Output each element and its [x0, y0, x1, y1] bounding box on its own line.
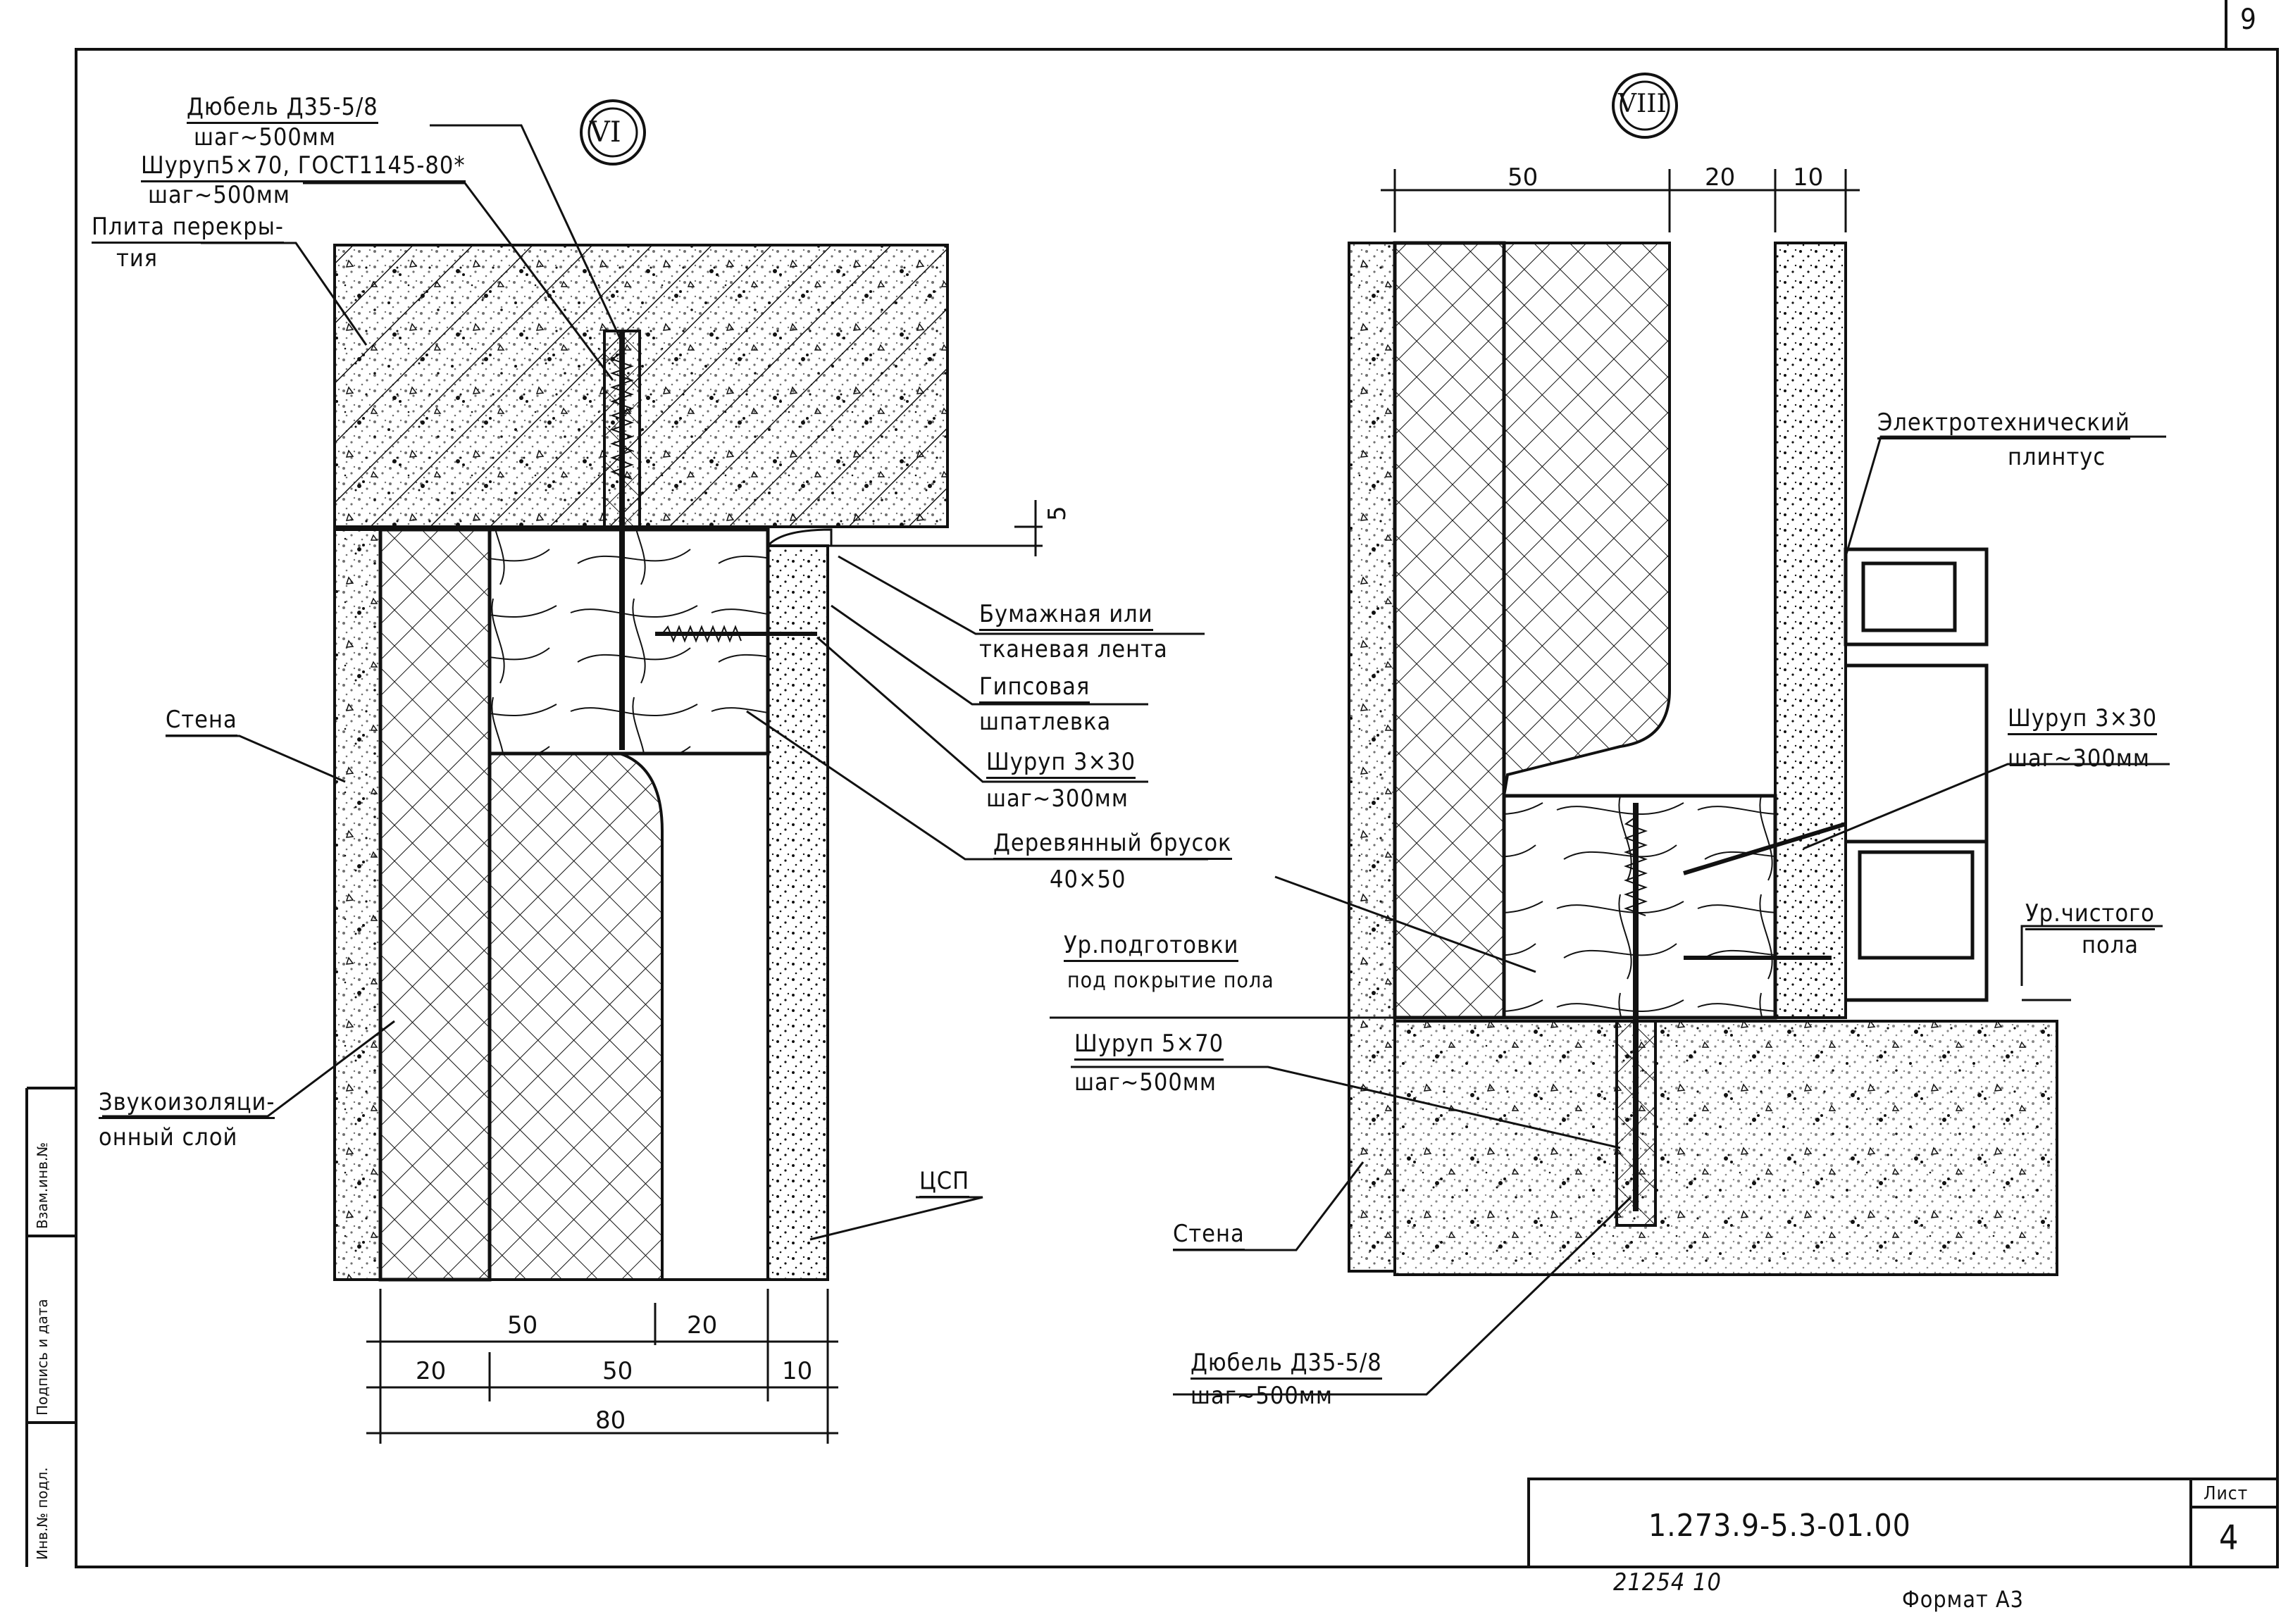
dim-10: 10: [1793, 163, 1824, 192]
screw-step: шаг~500мм: [148, 181, 290, 209]
detail-vi: [102, 99, 1208, 1444]
sheet-number: 4: [2219, 1518, 2239, 1558]
wooden-bar: [487, 527, 770, 756]
floor-level-label-2: пола: [2082, 931, 2139, 959]
dim-total: 80: [595, 1406, 626, 1435]
bar-size: 40×50: [1050, 866, 1126, 894]
electrical-plinth: [1844, 547, 1989, 1002]
dowel-label: Дюбель Д35-5/8: [187, 95, 378, 124]
insulation-layer: [378, 527, 492, 1282]
dim-gap: 5: [1043, 506, 1071, 521]
document-code: 1.273.9-5.3-01.00: [1648, 1508, 1911, 1544]
dim-50: 50: [1508, 163, 1539, 192]
dowel-step: шаг~500мм: [194, 123, 336, 151]
slab-label-2: тия: [116, 244, 159, 273]
dowel-step: шаг~500мм: [1191, 1382, 1333, 1410]
insulation-label-2: онный слой: [99, 1123, 238, 1151]
screw2-label: Шуруп 3×30: [986, 750, 1136, 779]
putty-label-2: шпатлевка: [979, 708, 1112, 736]
dowel-label: Дюбель Д35-5/8: [1191, 1351, 1382, 1380]
insulation-label: Звукоизоляци-: [99, 1090, 275, 1119]
dim-50-bottom: 50: [602, 1357, 633, 1385]
dim-10: 10: [782, 1357, 813, 1385]
tsp-board: [1774, 242, 1847, 1019]
dim-50-top: 50: [507, 1311, 538, 1339]
putty-label: Гипсовая: [979, 675, 1090, 704]
stamp-signature: Подпись и дата: [34, 1299, 51, 1416]
screw2-step: шаг~300мм: [986, 785, 1129, 813]
detail-mark-vi: VI: [590, 116, 621, 149]
wall-label: Стена: [1173, 1222, 1245, 1251]
sheet-frame: [25, 0, 2279, 1568]
tape-label: Бумажная или: [979, 602, 1153, 631]
floor-level-label: Ур.чистого: [2025, 901, 2155, 930]
dim-20-top: 20: [687, 1311, 718, 1339]
bar-label: Деревянный брусок: [993, 831, 1232, 860]
stamp-inv-no: Инв.№ подл.: [34, 1467, 51, 1560]
screw2-step: шаг~500мм: [1074, 1068, 1217, 1097]
corner-number: 9: [2240, 4, 2257, 36]
dim-20: 20: [1705, 163, 1736, 192]
plinth-label-2: плинтус: [2008, 443, 2106, 471]
slab-label: Плита перекры-: [92, 215, 284, 244]
plinth-label: Электротехнический: [1877, 411, 2130, 439]
detail-viii: [1050, 73, 2170, 1396]
screw-step: шаг~300мм: [2008, 744, 2150, 773]
detail-mark-viii: VIII: [1618, 89, 1667, 118]
screw2-label: Шуруп 5×70: [1074, 1032, 1224, 1061]
format-label: Формат А3: [1902, 1586, 2024, 1613]
insulation-layer: [1393, 241, 1506, 1020]
tsp-board: [766, 544, 829, 1281]
tape-label-2: тканевая лента: [979, 635, 1168, 663]
archive-number: 21254 10: [1613, 1568, 1722, 1597]
sheet-label: Лист: [2204, 1483, 2249, 1504]
screw-label: Шуруп5×70, ГОСТ1145-80*: [141, 154, 466, 182]
stamp-replace-inv: Взам.инв.№: [34, 1142, 51, 1229]
screw-label: Шуруп 3×30: [2008, 706, 2158, 735]
prep-level-label-2: под покрытие пола: [1067, 968, 1274, 993]
tsp-label: ЦСП: [919, 1169, 970, 1198]
dim-20-bottom: 20: [416, 1357, 447, 1385]
wall-label: Стена: [166, 708, 237, 737]
prep-level-label: Ур.подготовки: [1064, 933, 1239, 962]
